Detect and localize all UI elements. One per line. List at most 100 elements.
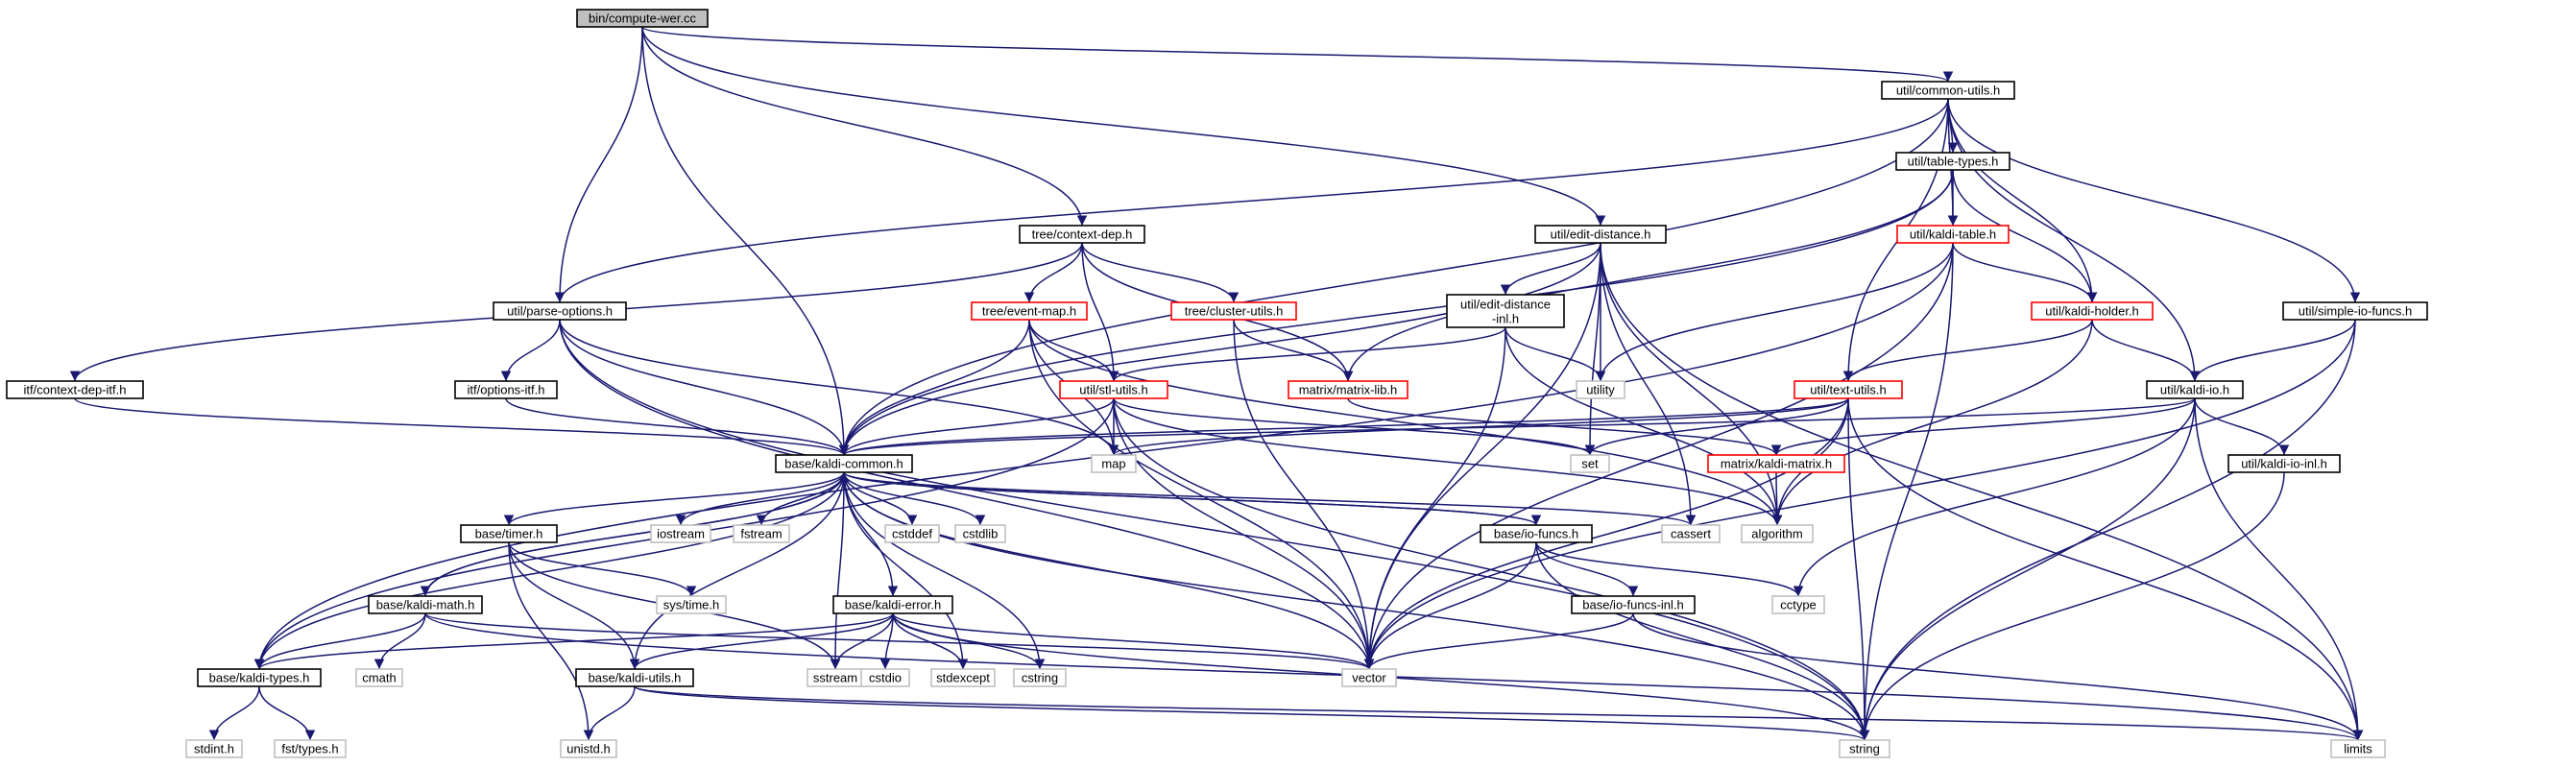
node-vector: vector <box>1341 668 1397 687</box>
node-label: cstring <box>1022 671 1058 685</box>
node-box <box>1896 225 2010 244</box>
node-edit-distance-inl[interactable]: util/edit-distance-inl.h <box>1446 294 1565 328</box>
node-label: util/stl-utils.h <box>1079 383 1148 397</box>
node-label: sstream <box>813 671 857 685</box>
node-box <box>1480 524 1593 543</box>
edge-context_dep-to-cluster_utils <box>1081 242 1240 303</box>
edge-event_map-to-algorithm <box>1028 319 1783 526</box>
node-kaldi-common[interactable]: base/kaldi-common.h <box>775 454 913 473</box>
node-label: sys/time.h <box>663 598 720 612</box>
node-box <box>733 524 790 543</box>
node-label: util/edit-distance <box>1460 298 1551 312</box>
node-kaldi-math[interactable]: base/kaldi-math.h <box>368 595 483 614</box>
node-cctype: cctype <box>1771 595 1825 614</box>
node-io-funcs-inl[interactable]: base/io-funcs-inl.h <box>1571 595 1696 614</box>
edge-edit_distance_inl-to-utility <box>1505 326 1606 382</box>
edge-kaldi_table-to-string <box>1859 242 1954 741</box>
node-box <box>1771 595 1825 614</box>
node-sys-time: sys/time.h <box>656 595 727 614</box>
node-cstdio: cstdio <box>860 668 910 687</box>
node-box <box>884 524 940 543</box>
node-box <box>1013 668 1067 687</box>
node-edit-distance[interactable]: util/edit-distance.h <box>1534 225 1667 244</box>
node-io-funcs[interactable]: base/io-funcs.h <box>1480 524 1593 543</box>
node-options-itf[interactable]: itf/options-itf.h <box>454 380 558 399</box>
edge-kaldi_error-to-vector <box>892 612 1375 670</box>
node-text-utils[interactable]: util/text-utils.h <box>1794 380 1903 399</box>
node-kaldi-matrix[interactable]: matrix/kaldi-matrix.h <box>1707 454 1845 473</box>
node-box <box>1576 380 1625 399</box>
node-parse-options[interactable]: util/parse-options.h <box>493 301 627 321</box>
edge-kaldi_error-to-sstream <box>830 612 894 670</box>
edge-kaldi_matrix-to-algorithm <box>1771 471 1783 526</box>
node-box <box>1839 739 1890 758</box>
node-label: base/io-funcs.h <box>1494 527 1578 541</box>
node-box <box>1059 380 1168 399</box>
edge-simple_io_funcs-to-kaldi_io <box>2189 319 2356 382</box>
node-label: itf/options-itf.h <box>468 383 545 397</box>
node-label: string <box>1849 742 1880 756</box>
node-kaldi-io-inl[interactable]: util/kaldi-io-inl.h <box>2227 454 2341 473</box>
edge-text_utils-to-map <box>1109 397 1849 456</box>
edge-kaldi_common-to-cassert <box>843 471 1696 526</box>
node-common-utils[interactable]: util/common-utils.h <box>1881 81 2015 100</box>
node-box <box>1741 524 1814 543</box>
node-algorithm: algorithm <box>1741 524 1814 543</box>
node-context-dep[interactable]: tree/context-dep.h <box>1019 225 1145 244</box>
node-event-map[interactable]: tree/event-map.h <box>971 301 1088 321</box>
node-box <box>1881 81 2015 100</box>
edge-matrix_lib-to-kaldi_matrix <box>1347 397 1782 456</box>
node-timer[interactable]: base/timer.h <box>460 524 558 543</box>
edge-compute_wer-to-kaldi_common <box>641 26 850 456</box>
node-label: util/simple-io-funcs.h <box>2299 304 2413 319</box>
edge-kaldi_common-to-string <box>843 471 1870 741</box>
node-label: cstdlib <box>963 527 999 541</box>
edge-kaldi_io-to-kaldi_matrix <box>1770 397 2196 456</box>
node-label: itf/context-dep-itf.h <box>24 383 127 397</box>
node-table-types[interactable]: util/table-types.h <box>1895 152 2010 171</box>
node-kaldi-io[interactable]: util/kaldi-io.h <box>2146 380 2244 399</box>
node-matrix-lib[interactable]: matrix/matrix-lib.h <box>1288 380 1408 399</box>
node-label: cstdio <box>869 671 902 685</box>
node-label: iostream <box>657 527 705 541</box>
edge-kaldi_math-to-cmath <box>373 612 426 670</box>
node-label: limits <box>2344 742 2372 756</box>
node-box <box>1534 225 1667 244</box>
node-box <box>2330 739 2386 758</box>
node-box <box>576 9 709 28</box>
node-kaldi-types[interactable]: base/kaldi-types.h <box>197 668 322 687</box>
edge-kaldi_io-to-limits <box>2194 397 2364 741</box>
node-label: base/kaldi-types.h <box>209 671 310 685</box>
node-label: matrix/kaldi-matrix.h <box>1721 457 1832 471</box>
edge-kaldi_common-to-timer <box>503 471 845 526</box>
edge-kaldi_error-to-cstdio <box>879 612 894 670</box>
node-kaldi-table[interactable]: util/kaldi-table.h <box>1896 225 2010 244</box>
edge-event_map-to-kaldi_common <box>838 319 1030 456</box>
node-box <box>355 668 403 687</box>
node-box <box>1571 595 1696 614</box>
node-iostream: iostream <box>650 524 711 543</box>
node-box <box>197 668 322 687</box>
edge-kaldi_utils-to-limits <box>634 685 2363 741</box>
node-simple-io-funcs[interactable]: util/simple-io-funcs.h <box>2282 301 2428 321</box>
edge-edit_distance-to-algorithm <box>1600 242 1783 526</box>
edge-timer-to-kaldi_utils <box>508 541 640 670</box>
node-box <box>1661 524 1721 543</box>
node-cluster-utils[interactable]: tree/cluster-utils.h <box>1170 301 1297 321</box>
node-cassert: cassert <box>1661 524 1721 543</box>
node-cmath: cmath <box>355 668 403 687</box>
edge-io_funcs-to-vector <box>1363 541 1537 670</box>
node-kaldi-holder[interactable]: util/kaldi-holder.h <box>2031 301 2154 321</box>
edge-kaldi_io-to-kaldi_io_inl <box>2194 397 2290 456</box>
node-box <box>2282 301 2428 321</box>
node-compute-wer[interactable]: bin/compute-wer.cc <box>576 9 709 28</box>
node-kaldi-error[interactable]: base/kaldi-error.h <box>832 595 953 614</box>
edge-options_itf-to-kaldi_common <box>505 397 850 456</box>
edge-parse_options-to-vector <box>559 319 1375 670</box>
edge-kaldi_holder-to-kaldi_io <box>2091 319 2201 382</box>
node-context-dep-itf[interactable]: itf/context-dep-itf.h <box>6 380 144 399</box>
edge-kaldi_holder-to-algorithm <box>1771 319 2093 526</box>
node-label: cctype <box>1780 598 1817 612</box>
node-stl-utils[interactable]: util/stl-utils.h <box>1059 380 1168 399</box>
node-kaldi-utils[interactable]: base/kaldi-utils.h <box>575 668 694 687</box>
